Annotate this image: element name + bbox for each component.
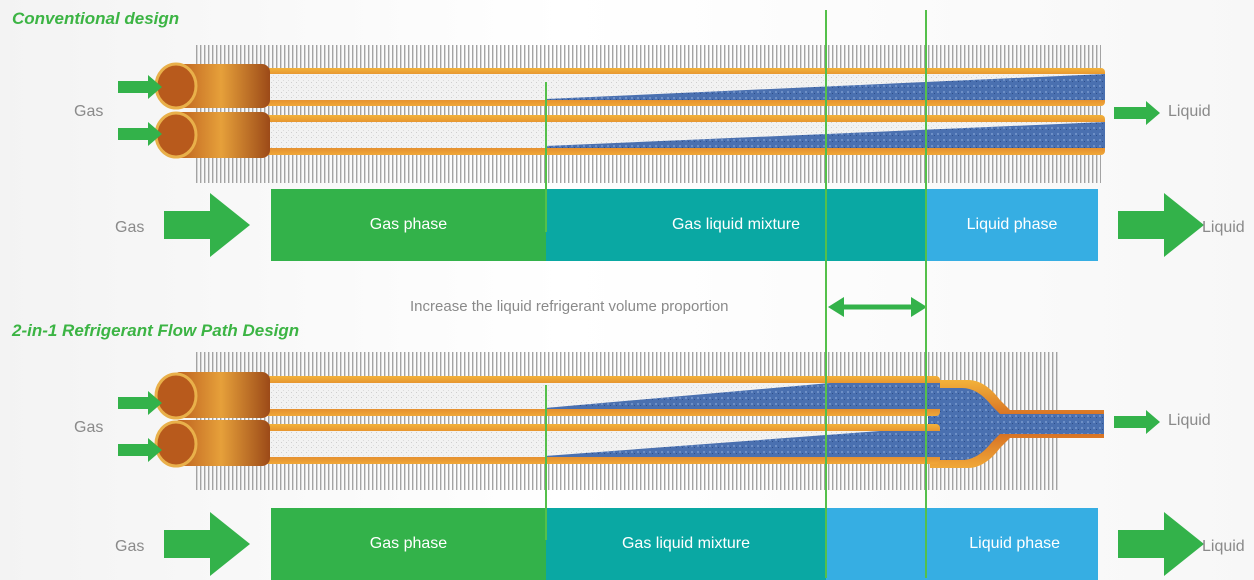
conventional-fins: [196, 45, 1101, 183]
conventional-inlet-big-arrow-icon: [164, 193, 250, 257]
outlet-arrow-icon: [1114, 410, 1160, 434]
conventional-tube-2: [154, 111, 1105, 159]
two-in-one-title: 2-in-1 Refrigerant Flow Path Design: [12, 321, 300, 340]
volume-annotation: Increase the liquid refrigerant volume p…: [410, 298, 729, 315]
two-in-one-liquid-label: Liquid: [1168, 412, 1211, 429]
boundary-line-gas-mixture-top: [545, 82, 547, 232]
coil-end-2: [172, 420, 270, 466]
double-arrow-icon: [828, 297, 927, 317]
conventional-gas-label: Gas: [74, 103, 104, 120]
two-in-one-tube-1: [154, 372, 940, 420]
two-in-one-fins: [196, 352, 1058, 490]
two-in-one-coil: [118, 352, 1160, 490]
boundary-line-conventional-liquid: [925, 10, 927, 578]
conventional-liquid-phase-bar: Liquid phase: [926, 189, 1098, 261]
coil-end-1: [172, 64, 270, 108]
conventional-coil: [118, 45, 1160, 183]
conventional-bar-outlet-label: Liquid: [1202, 219, 1245, 236]
two-in-one-bar-outlet-label: Liquid: [1202, 538, 1245, 555]
conventional-tube-1: [154, 62, 1105, 110]
boundary-line-gas-mixture-bottom: [545, 385, 547, 540]
inlet-arrow-icon: [118, 391, 162, 415]
inlet-arrow-icon: [118, 438, 162, 462]
two-in-one-gas-phase-bar: Gas phase: [271, 508, 546, 580]
two-in-one-mixture-bar: Gas liquid mixture: [546, 508, 826, 580]
inlet-arrow-icon: [118, 122, 162, 146]
inlet-arrow-icon: [118, 75, 162, 99]
two-in-one-tube-2: [154, 420, 940, 468]
two-in-one-gas-label: Gas: [74, 419, 104, 436]
two-in-one-outlet-big-arrow-icon: [1118, 512, 1204, 576]
boundary-line-two-in-one-liquid: [825, 10, 827, 578]
conventional-liquid-label: Liquid: [1168, 103, 1211, 120]
coil-end-2: [172, 112, 270, 158]
outlet-arrow-icon: [1114, 101, 1160, 125]
two-in-one-liquid-phase-bar: Liquid phase: [826, 508, 1098, 580]
conventional-title: Conventional design: [12, 9, 180, 28]
two-in-one-bar-inlet-label: Gas: [115, 538, 145, 555]
conventional-outlet-big-arrow-icon: [1118, 193, 1204, 257]
conventional-mixture-bar: Gas liquid mixture: [546, 189, 926, 261]
coil-end-1: [172, 372, 270, 418]
conventional-bar-inlet-label: Gas: [115, 219, 145, 236]
two-in-one-inlet-big-arrow-icon: [164, 512, 250, 576]
conventional-gas-phase-bar: Gas phase: [271, 189, 546, 261]
